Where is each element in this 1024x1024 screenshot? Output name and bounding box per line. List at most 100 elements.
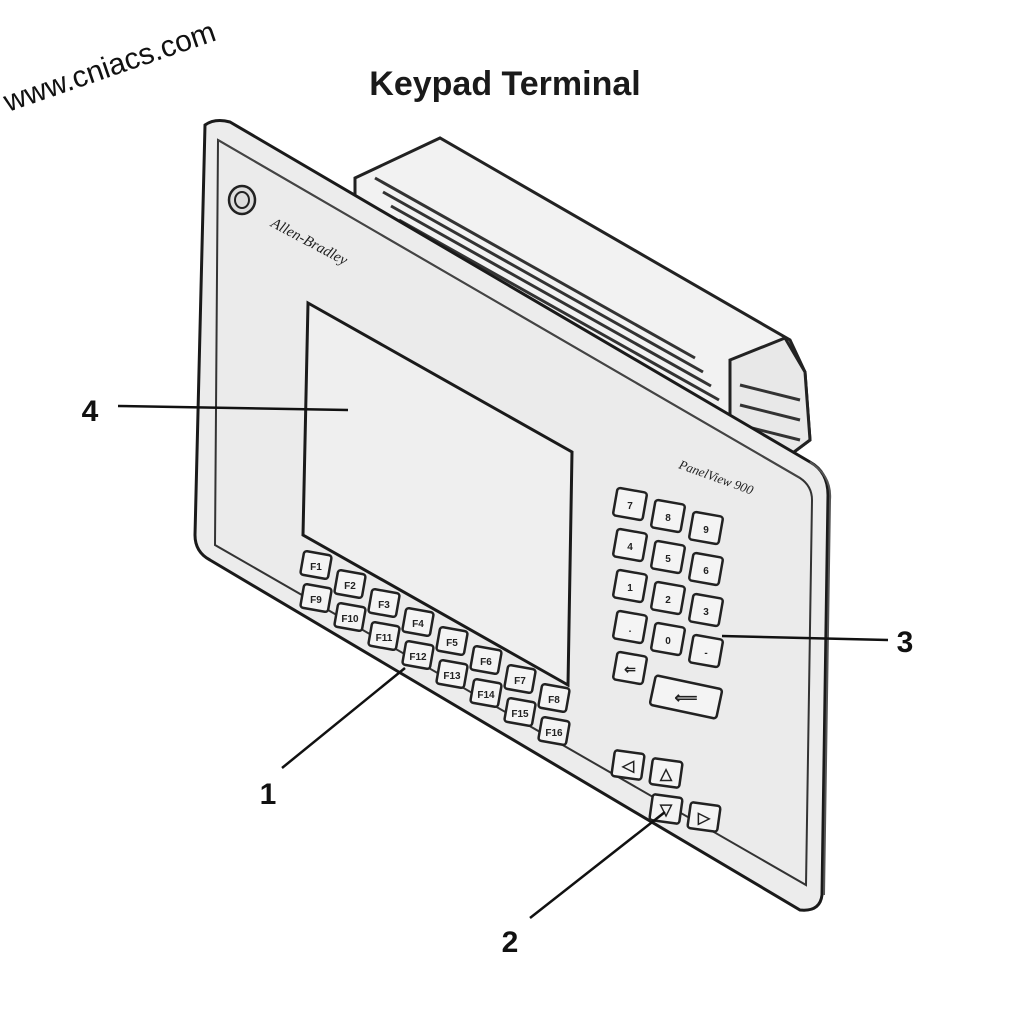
numeric-key-7[interactable]: 7 [612, 486, 648, 522]
numeric-key-3-label: 3 [703, 607, 709, 618]
numeric-key-7-label: 7 [627, 501, 633, 512]
cursor-right-key[interactable]: ▷ [686, 801, 722, 833]
cursor-left-key[interactable]: ◁ [610, 749, 646, 781]
function-key-f7-cap [503, 663, 537, 695]
numeric-key-2-label: 2 [665, 595, 671, 606]
numeric-key-0-label: 0 [665, 636, 671, 647]
watermark-text: www.cniacs.com [0, 15, 220, 119]
function-key-f11-label: F11 [376, 633, 393, 644]
callout-4: 4 [82, 395, 99, 428]
enter-key[interactable]: ⟸ [648, 674, 724, 720]
arrow-up-icon: △ [659, 766, 673, 783]
function-key-f2-cap [333, 568, 367, 600]
function-key-f14-cap [469, 677, 503, 709]
numeric-key-3-cap [688, 592, 724, 628]
numeric-key-1-label: 1 [627, 583, 633, 594]
backspace-icon: ⇐ [624, 661, 636, 677]
callout-line-3 [721, 634, 889, 642]
function-key-f8-cap [537, 682, 571, 714]
callout-line-4 [117, 404, 349, 412]
backspace-key[interactable]: ⇐ [612, 650, 648, 686]
function-key-f5-cap [435, 625, 469, 657]
numeric-key-minus[interactable]: - [688, 633, 724, 669]
function-key-f11[interactable]: F11 [367, 620, 401, 652]
function-key-f13[interactable]: F13 [435, 658, 469, 690]
function-key-f8[interactable]: F8 [537, 682, 571, 714]
numeric-key-1[interactable]: 1 [612, 568, 648, 604]
numeric-key-2[interactable]: 2 [650, 580, 686, 616]
callout-3: 3 [897, 626, 914, 659]
function-key-f1[interactable]: F1 [299, 549, 333, 581]
numeric-key-dot-label: . [629, 624, 632, 635]
function-key-f1-label: F1 [310, 562, 322, 573]
function-key-f4-cap [401, 606, 435, 638]
display-screen [301, 300, 574, 688]
numeric-key-6-label: 6 [703, 566, 709, 577]
heatsink-fin [398, 218, 720, 402]
function-key-f16-label: F16 [545, 728, 563, 739]
numeric-key-5-cap [650, 539, 686, 575]
numeric-key-4-label: 4 [627, 542, 633, 553]
function-key-f9-cap [299, 582, 333, 614]
numeric-key-7-cap [612, 486, 648, 522]
function-key-f9-label: F9 [310, 595, 322, 606]
numeric-key-5[interactable]: 5 [650, 539, 686, 575]
function-key-f2-label: F2 [344, 581, 356, 592]
numeric-key-9-label: 9 [703, 525, 709, 536]
callout-2: 2 [502, 926, 519, 959]
numeric-key-3[interactable]: 3 [688, 592, 724, 628]
numeric-keypad: 7 8 9 4 5 6 1 2 3. 0 - ⇐ ⟸ [612, 486, 724, 720]
function-key-f13-label: F13 [443, 671, 461, 682]
numeric-key-dot[interactable]: . [612, 609, 648, 645]
function-key-f6-label: F6 [480, 657, 492, 668]
numeric-key-9[interactable]: 9 [688, 510, 724, 546]
function-key-f4-label: F4 [412, 619, 424, 630]
cursor-up-key[interactable]: △ [648, 757, 684, 789]
numeric-key-8[interactable]: 8 [650, 498, 686, 534]
function-key-f15-cap [503, 696, 537, 728]
function-key-f11-cap [367, 620, 401, 652]
function-key-f10[interactable]: F10 [333, 601, 367, 633]
function-key-f5[interactable]: F5 [435, 625, 469, 657]
function-key-f6[interactable]: F6 [469, 644, 503, 676]
numeric-key-1-cap [612, 568, 648, 604]
function-key-f14[interactable]: F14 [469, 677, 503, 709]
function-key-f3[interactable]: F3 [367, 587, 401, 619]
numeric-key-minus-label: - [704, 648, 707, 659]
function-key-f4[interactable]: F4 [401, 606, 435, 638]
heatsink-fin [390, 204, 712, 388]
enter-icon: ⟸ [675, 690, 698, 707]
callout-line-1 [281, 667, 406, 769]
function-key-f1-cap [299, 549, 333, 581]
heatsink-fin [382, 190, 704, 374]
numeric-key-dot-cap [612, 609, 648, 645]
numeric-key-4-cap [612, 527, 648, 563]
heatsink-fin [374, 176, 696, 360]
function-key-f16[interactable]: F16 [537, 715, 571, 747]
function-key-f2[interactable]: F2 [333, 568, 367, 600]
function-key-f12-cap [401, 639, 435, 671]
numeric-key-4[interactable]: 4 [612, 527, 648, 563]
numeric-key-5-label: 5 [665, 554, 671, 565]
function-key-f12[interactable]: F12 [401, 639, 435, 671]
numeric-key-minus-cap [688, 633, 724, 669]
function-key-f9[interactable]: F9 [299, 582, 333, 614]
function-key-f3-label: F3 [378, 600, 390, 611]
function-key-f15[interactable]: F15 [503, 696, 537, 728]
function-key-f6-cap [469, 644, 503, 676]
function-key-f10-cap [333, 601, 367, 633]
function-key-f14-label: F14 [477, 690, 495, 701]
numeric-key-0[interactable]: 0 [650, 621, 686, 657]
function-key-f5-label: F5 [446, 638, 458, 649]
enter-key-cap [648, 674, 724, 720]
numeric-key-0-cap [650, 621, 686, 657]
numeric-key-8-label: 8 [665, 513, 671, 524]
function-key-f16-cap [537, 715, 571, 747]
numeric-key-2-cap [650, 580, 686, 616]
function-key-f7[interactable]: F7 [503, 663, 537, 695]
function-key-f10-label: F10 [341, 614, 359, 625]
function-key-f13-cap [435, 658, 469, 690]
numeric-key-6[interactable]: 6 [688, 551, 724, 587]
function-key-f15-label: F15 [511, 709, 529, 720]
